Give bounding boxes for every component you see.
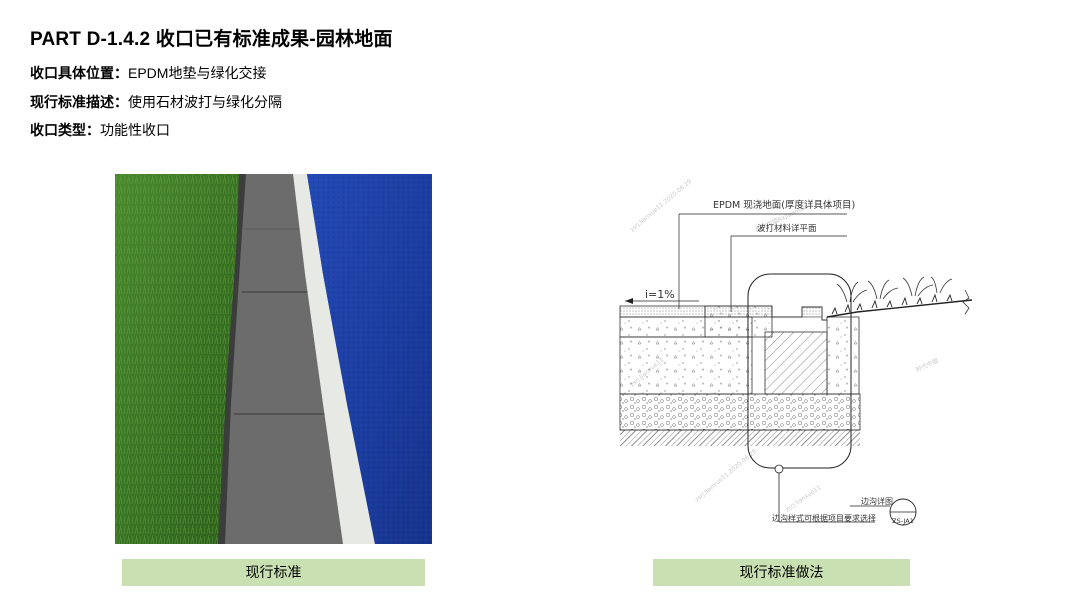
- watermark: zsrj.lianxue11.2020.06.29: [694, 448, 758, 504]
- drawing-caption: 现行标准做法: [653, 559, 910, 586]
- curb-block: [764, 331, 828, 395]
- info-type-value: 功能性收口: [100, 122, 170, 138]
- watermark: zsrj.lianxue11: [784, 484, 822, 514]
- section-detail-svg: zsrj.lianxue11.2020.06.29 时代中国AxJianmail…: [619, 178, 973, 526]
- detail-drawing: zsrj.lianxue11.2020.06.29 时代中国AxJianmail…: [617, 172, 982, 547]
- info-standard-value: 使用石材波打与绿化分隔: [128, 94, 282, 110]
- info-standard-label: 现行标准描述：: [30, 94, 128, 110]
- border-material-label: 波打材料详平面: [757, 223, 817, 234]
- slope-label: i=1%: [645, 288, 675, 301]
- gutter-note: 边沟样式可根据项目要求选择: [772, 513, 876, 523]
- info-location-value: EPDM地垫与绿化交接: [128, 65, 267, 81]
- info-location: 收口具体位置：EPDM地垫与绿化交接: [30, 63, 266, 83]
- info-location-label: 收口具体位置：: [30, 65, 128, 81]
- compacted-soil: [620, 430, 860, 446]
- info-standard: 现行标准描述：使用石材波打与绿化分隔: [30, 92, 282, 112]
- page-title: PART D-1.4.2 收口已有标准成果-园林地面: [30, 29, 393, 50]
- watermark: zsrj.lianxue11.2020.06.29: [629, 178, 693, 234]
- gravel-layer: [619, 393, 861, 431]
- watermark: 时代中国: [914, 356, 939, 373]
- site-photo-illustration: [115, 174, 432, 544]
- concrete-base: [619, 336, 753, 395]
- epdm-label: EPDM 现浇地面(厚度详具体项目): [713, 199, 855, 211]
- info-type-label: 收口类型：: [30, 122, 100, 138]
- epdm-layer: [619, 305, 706, 318]
- gutter-detail-label: 边沟详图: [861, 496, 893, 506]
- photo-caption: 现行标准: [122, 559, 425, 586]
- site-photo: [115, 174, 432, 544]
- detail-ref: ZS-JA1: [892, 517, 914, 525]
- info-type: 收口类型：功能性收口: [30, 120, 170, 140]
